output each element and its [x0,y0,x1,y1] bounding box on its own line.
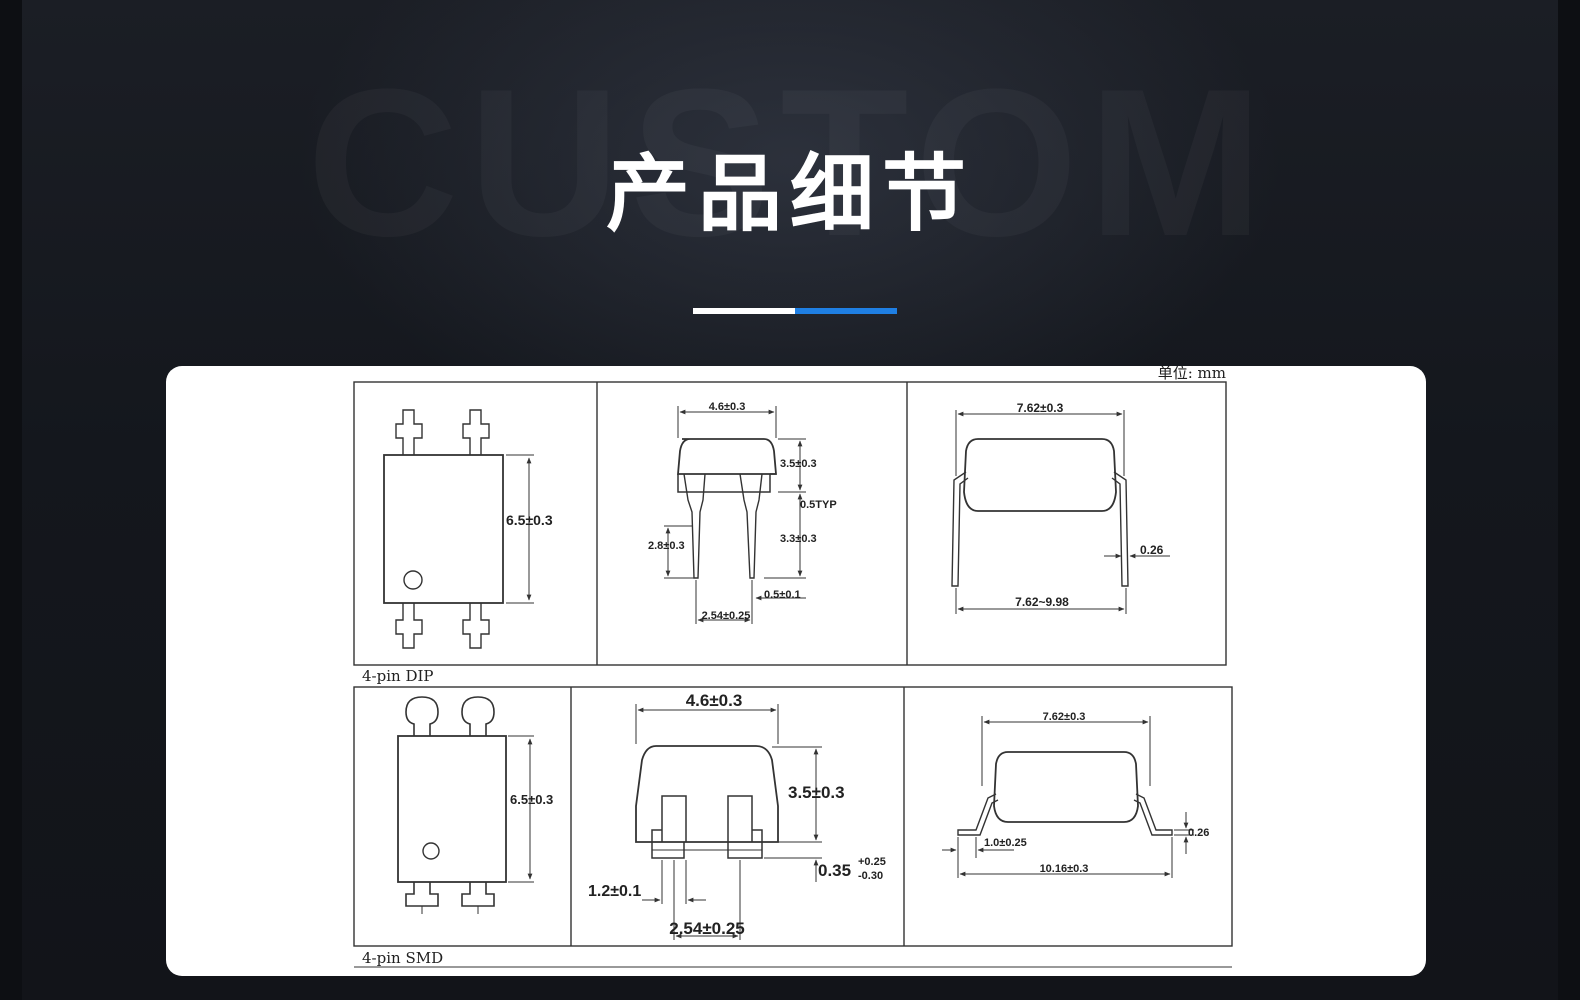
smd-caption: 4-pin SMD [362,949,443,967]
smd-standoff-plus-label: +0.25 [858,856,886,868]
underline-white-segment [693,308,795,314]
dip-standoff-label: 0.5TYP [800,499,837,511]
dip-row [353,381,1227,666]
smd-end-width-label: 7.62±0.3 [1043,711,1086,723]
smd-side-view [635,704,822,940]
dip-side-view [664,406,806,624]
dip-lead-thickness-label: 0.26 [1140,543,1164,557]
dip-top-height-label: 6.5±0.3 [506,512,553,528]
smd-lead-thickness-label: 0.26 [1188,827,1209,839]
smd-lead-width-label: 1.2±0.1 [588,883,641,900]
dip-lead-stub-label: 2.8±0.3 [648,540,685,552]
smd-row [353,686,1233,968]
underline-blue-segment [795,308,897,314]
dip-side-width-label: 4.6±0.3 [709,401,746,413]
smd-top-height-label: 6.5±0.3 [510,792,553,807]
dip-pitch-label: 2.54±0.25 [702,610,751,622]
smd-standoff-minus-label: -0.30 [858,870,883,882]
left-frame-edge [0,0,22,1000]
dip-body-height-label: 3.5±0.3 [780,458,817,470]
unit-label: 单位: mm [1158,366,1226,382]
smd-frame [353,686,1233,947]
right-frame-edge [1558,0,1580,1000]
dip-lead-width-label: 0.5±0.1 [764,589,801,601]
pin1-marker [422,842,440,860]
smd-end-view [942,716,1194,878]
smd-foot-length-label: 1.0±0.25 [984,837,1027,849]
dip-frame [353,381,1227,666]
package-dimension-drawing: 单位: mm [353,366,1233,968]
title-underline [693,308,897,314]
dip-lead-spread-label: 7.62~9.98 [1015,595,1069,609]
smd-pitch-label: 2.54±0.25 [669,919,745,938]
dip-caption: 4-pin DIP [362,667,433,685]
smd-body-height-label: 3.5±0.3 [788,783,845,802]
dip-end-view [951,410,1170,614]
dip-labels: 6.5±0.3 4.6±0.3 3.5±0.3 0.5TYP 3.3±0.3 2… [506,401,1164,622]
smd-top-view [397,696,534,914]
smd-overall-length-label: 10.16±0.3 [1040,863,1089,875]
smd-labels: 6.5±0.3 4.6±0.3 3.5±0.3 0.35 +0.25 -0.30… [510,691,1209,938]
drawing-card [166,366,1426,976]
smd-standoff-base-label: 0.35 [818,861,851,880]
smd-side-width-label: 4.6±0.3 [686,691,743,710]
pin1-marker [403,570,423,590]
dip-end-width-label: 7.62±0.3 [1017,401,1064,415]
page-title: 产品细节 [605,145,974,243]
dip-lead-length-label: 3.3±0.3 [780,533,817,545]
dip-top-view [383,409,534,649]
